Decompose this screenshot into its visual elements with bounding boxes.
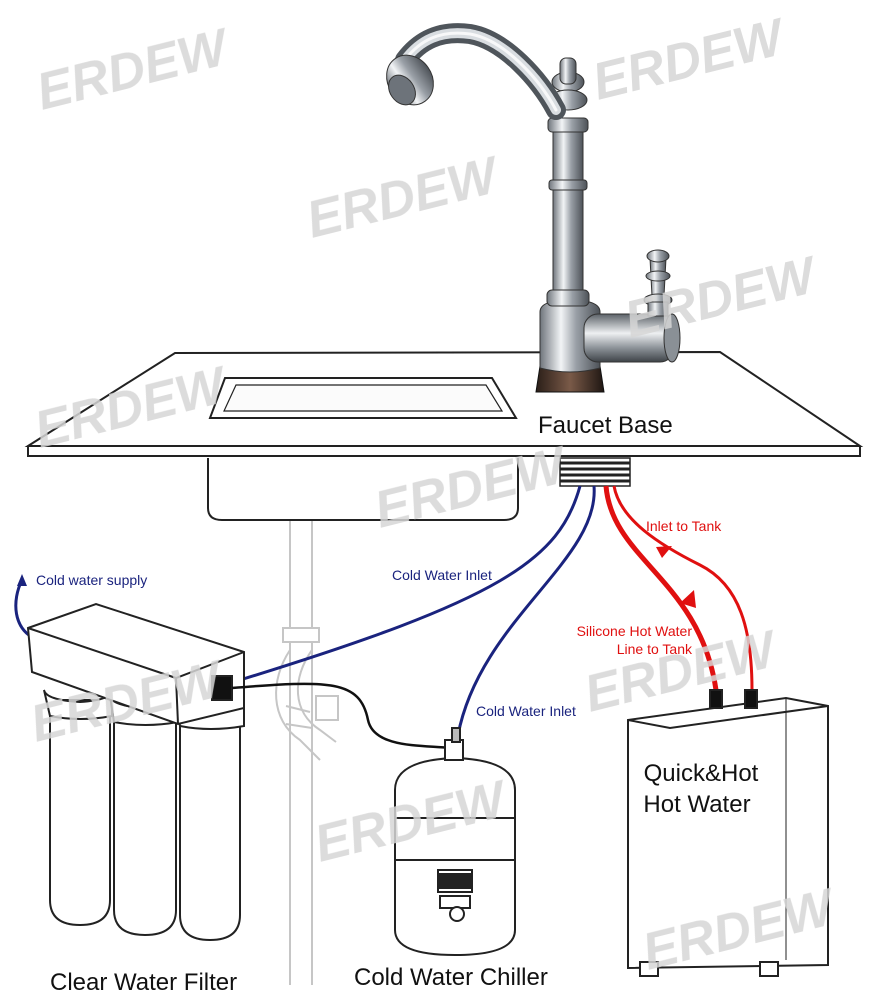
label-cold-water-supply: Cold water supply	[36, 572, 147, 588]
faucet-base-connector	[559, 457, 631, 487]
silicone-hot-water-line	[603, 485, 719, 691]
faucet	[386, 23, 681, 393]
quick-hot-tank	[627, 689, 829, 977]
filter-to-chiller-line	[231, 682, 451, 750]
label-inlet-to-tank: Inlet to Tank	[646, 518, 722, 534]
watermark: ERDEW	[587, 8, 793, 112]
cold-water-inlet-line-filter	[239, 485, 582, 682]
label-silicone-line-1: Silicone Hot Water	[577, 623, 693, 639]
label-silicone-line-2: Line to Tank	[617, 641, 693, 657]
label-clear-water-filter: Clear Water Filter	[50, 969, 237, 996]
drain-pipe	[275, 518, 339, 985]
sink-opening	[208, 377, 518, 419]
label-cold-water-chiller: Cold Water Chiller	[354, 964, 548, 991]
watermark: ERDEW	[31, 18, 237, 122]
label-cold-water-inlet-bottom: Cold Water Inlet	[476, 703, 576, 719]
clear-water-filter	[26, 602, 245, 942]
cold-water-chiller	[394, 727, 516, 957]
hot-water-lines	[603, 485, 754, 691]
label-tank-line-1: Quick&Hot	[644, 760, 759, 787]
label-faucet-base: Faucet Base	[538, 412, 673, 439]
label-cold-water-inlet-top: Cold Water Inlet	[392, 567, 492, 583]
label-tank-line-2: Hot Water	[643, 791, 750, 818]
inlet-to-tank-line	[612, 485, 754, 691]
sink-bowl	[207, 458, 519, 521]
cold-water-inlet-line-chiller	[456, 485, 596, 736]
watermark: ERDEW	[301, 146, 507, 250]
labels: Faucet Base Cold water supply Cold Water…	[36, 412, 759, 996]
